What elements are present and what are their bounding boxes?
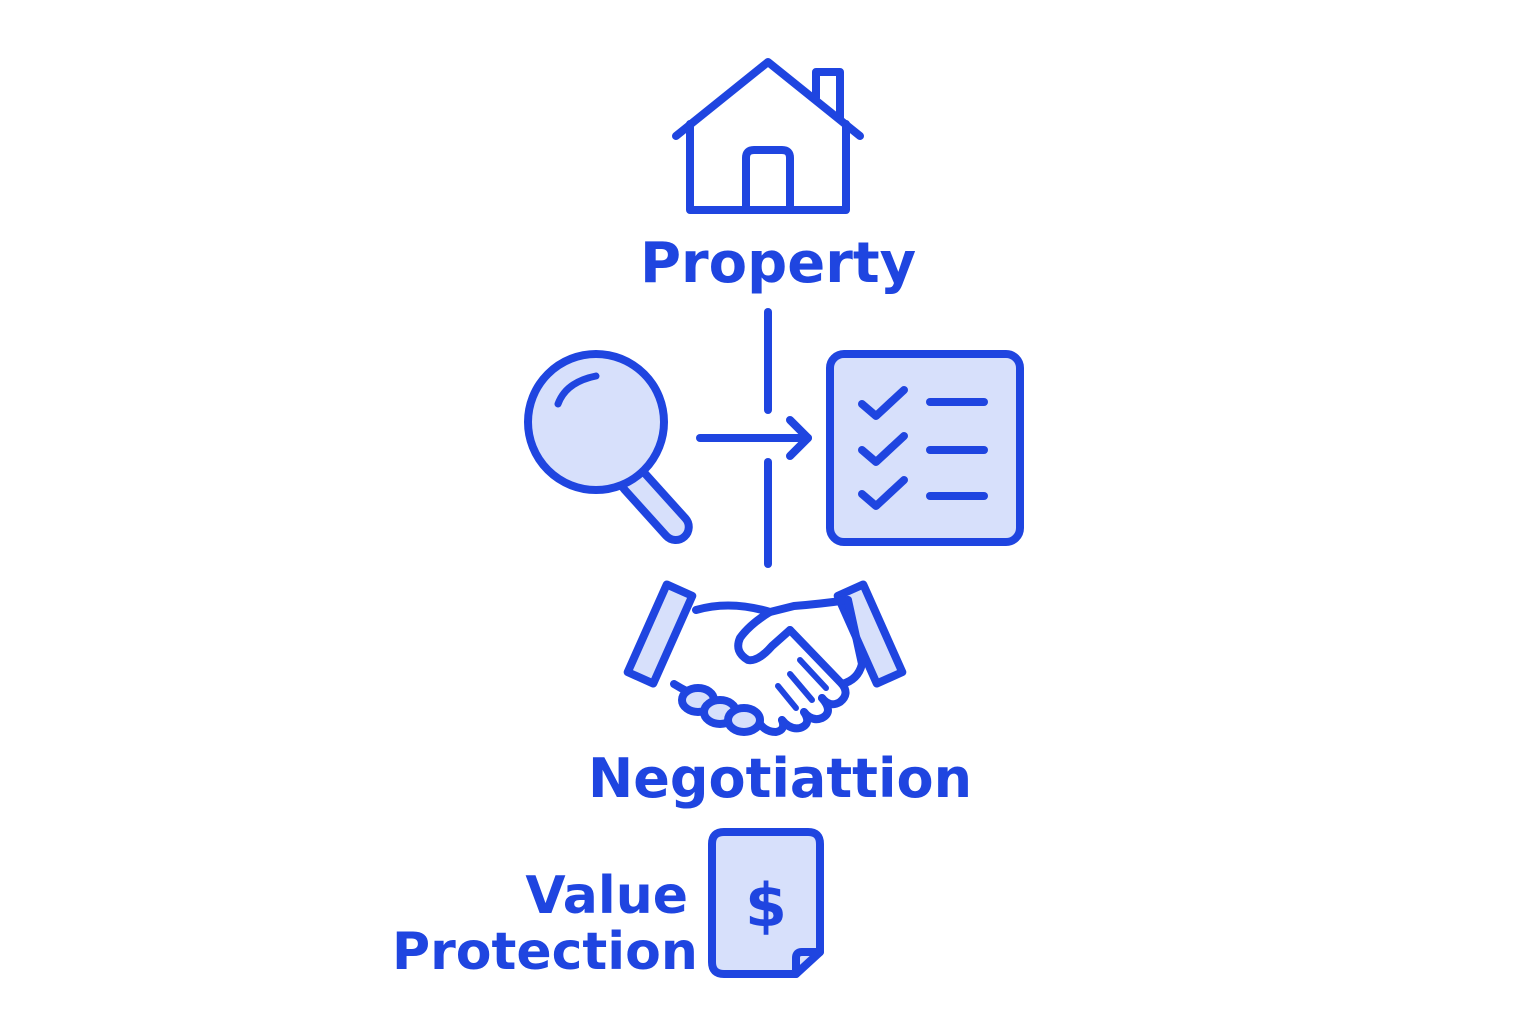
magnifying-glass-icon <box>524 350 693 545</box>
dollar-document-icon <box>708 828 824 978</box>
property-label: Property <box>640 231 917 296</box>
value-protection-label: Value Protection <box>392 866 698 982</box>
arrow-right-icon <box>696 416 812 460</box>
negotiation-label: Negotiattion <box>588 747 973 810</box>
value-protection-line1: Value <box>525 866 688 926</box>
value-protection-line2: Protection <box>392 922 698 982</box>
handshake-icon <box>623 580 907 736</box>
dollar-sign-icon: $ <box>745 871 787 941</box>
checklist-icon <box>826 350 1024 546</box>
house-icon <box>672 58 864 214</box>
